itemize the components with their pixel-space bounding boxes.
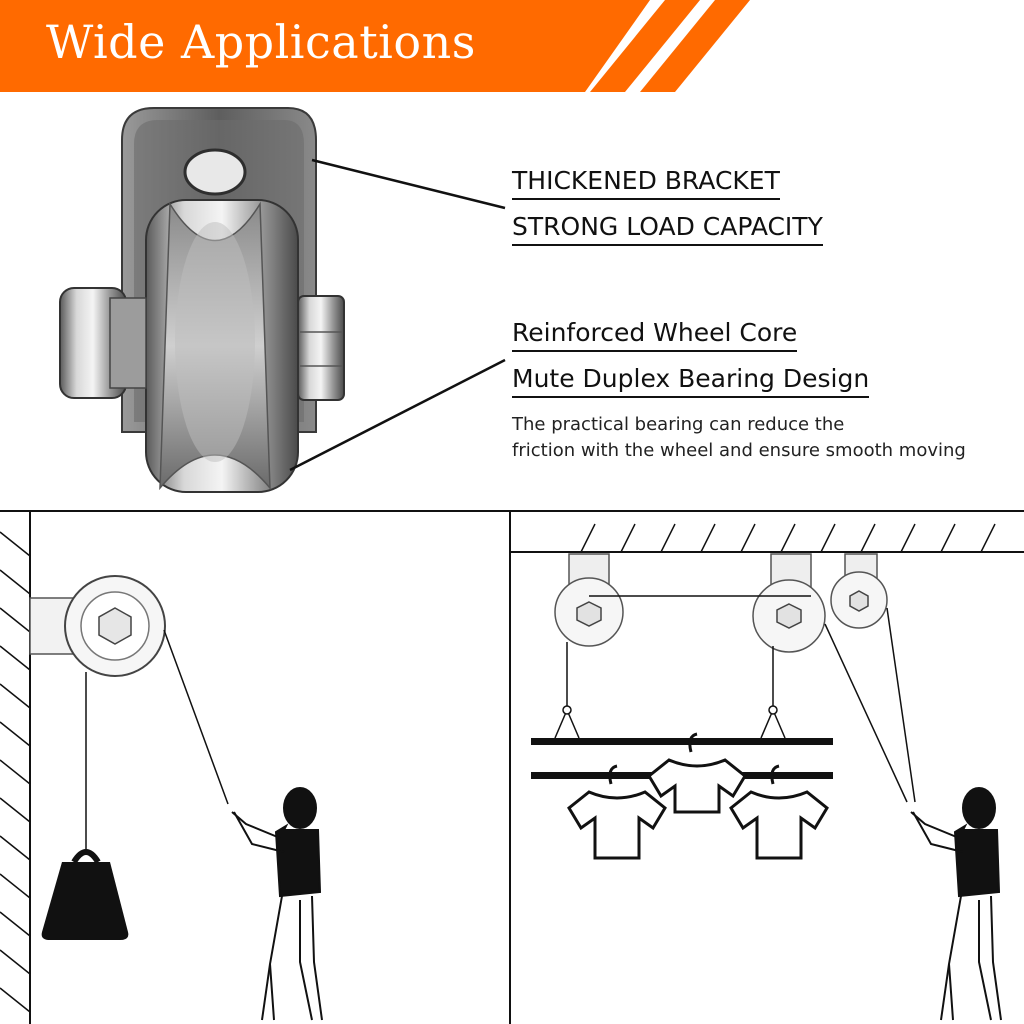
feature-description-line-2: friction with the wheel and ensure smoot… bbox=[512, 440, 966, 461]
person-pulling-icon bbox=[910, 787, 1002, 1021]
feature-load-title: STRONG LOAD CAPACITY bbox=[512, 212, 823, 246]
pulley-product-image bbox=[59, 107, 506, 493]
feature-bracket-title: THICKENED BRACKET bbox=[512, 166, 780, 200]
panel-divider bbox=[509, 512, 511, 1024]
wall-hatching bbox=[0, 531, 31, 1013]
ceiling-pulley-1 bbox=[554, 553, 624, 647]
ceiling-pulley-scene bbox=[511, 523, 1024, 1021]
weight-icon bbox=[41, 849, 129, 940]
feature-wheel-title: Reinforced Wheel Core bbox=[512, 318, 798, 352]
ceiling-pulley-3 bbox=[830, 553, 888, 629]
feature-bearing-title: Mute Duplex Bearing Design bbox=[512, 364, 870, 398]
banner-title: Wide Applications bbox=[46, 15, 476, 69]
feature-description-line-1: The practical bearing can reduce the bbox=[512, 414, 845, 435]
header-banner: Wide Applications bbox=[0, 0, 1024, 92]
wall-pulley-illustration bbox=[0, 512, 509, 1024]
person-pulling-icon bbox=[231, 787, 323, 1021]
section-divider bbox=[0, 510, 1024, 512]
banner-background bbox=[0, 0, 750, 92]
shirt-icon-3 bbox=[729, 764, 829, 860]
wall-pulley-scene bbox=[0, 512, 323, 1024]
shirt-icon-2 bbox=[647, 732, 747, 814]
product-section: THICKENED BRACKET STRONG LOAD CAPACITY R… bbox=[0, 92, 1024, 512]
clothes-rack-illustration bbox=[511, 512, 1024, 1024]
shirt-icon-1 bbox=[567, 764, 667, 860]
rack-bar-upper bbox=[531, 738, 833, 745]
ceiling-pulley-2 bbox=[752, 553, 826, 653]
ceiling-hatching bbox=[580, 523, 996, 553]
